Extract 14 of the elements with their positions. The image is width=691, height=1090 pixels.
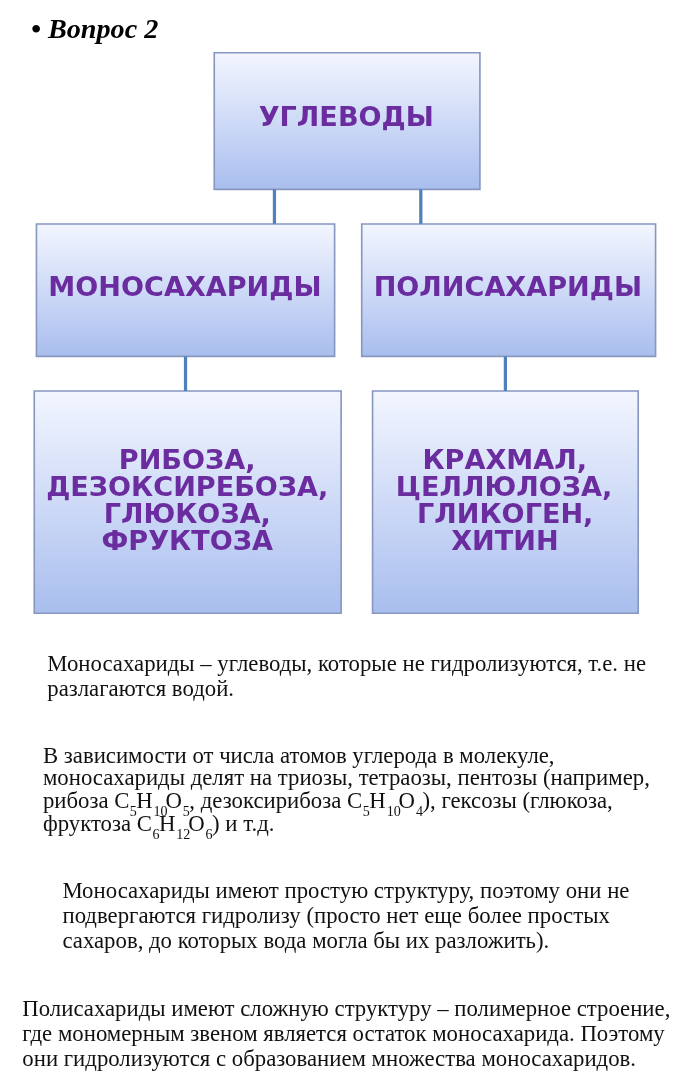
node-box: МОНОСАХАРИДЫ <box>35 223 335 358</box>
node-box: ПОЛИСАХАРИДЫ <box>360 223 656 358</box>
diagram-title: • Вопрос 2 <box>30 13 158 45</box>
connector <box>183 356 187 391</box>
label: Моносахариды имеют простую структуру, поэтому они не подвергаются гидролизу (просто нет еще более простых сахаров, до которых вода могла бы их разложить). <box>61 878 629 954</box>
connector <box>503 356 507 391</box>
label: Полисахариды имеют сложную структуру – полимерное строение, где мономерным звеном является остаток моносахарида. Поэтому они гидролизуются с образованием множества моносахаридов. <box>21 996 670 1072</box>
node-box: УГЛЕВОДЫ <box>212 51 481 191</box>
label: В зависимости от числа атомов углерода в молекуле, моносахариды делят на триозы, тетраозы, пентозы (например, рибоза C$_{5}$H$_{10}$O$_{5}$, дезоксирибоза C$_{5}$H$_{10}$O$_{4}$), гексозы (глюкоза, фруктоза C$_{6}$H$_{12}$O$_{6}$) и т.д. <box>42 742 650 843</box>
node-box: РИБОЗА, ДЕЗОКСИРЕБОЗА, ГЛЮКОЗА, ФРУКТОЗА <box>32 390 342 615</box>
node-box: КРАХМАЛ, ЦЕЛЛЮЛОЗА, ГЛИКОГЕН, ХИТИН <box>371 390 639 615</box>
connector <box>418 189 422 224</box>
connector <box>272 189 276 224</box>
label: Моносахариды – углеводы, которые не гидролизуются, т.е. не разлагаются водой. <box>46 650 646 701</box>
